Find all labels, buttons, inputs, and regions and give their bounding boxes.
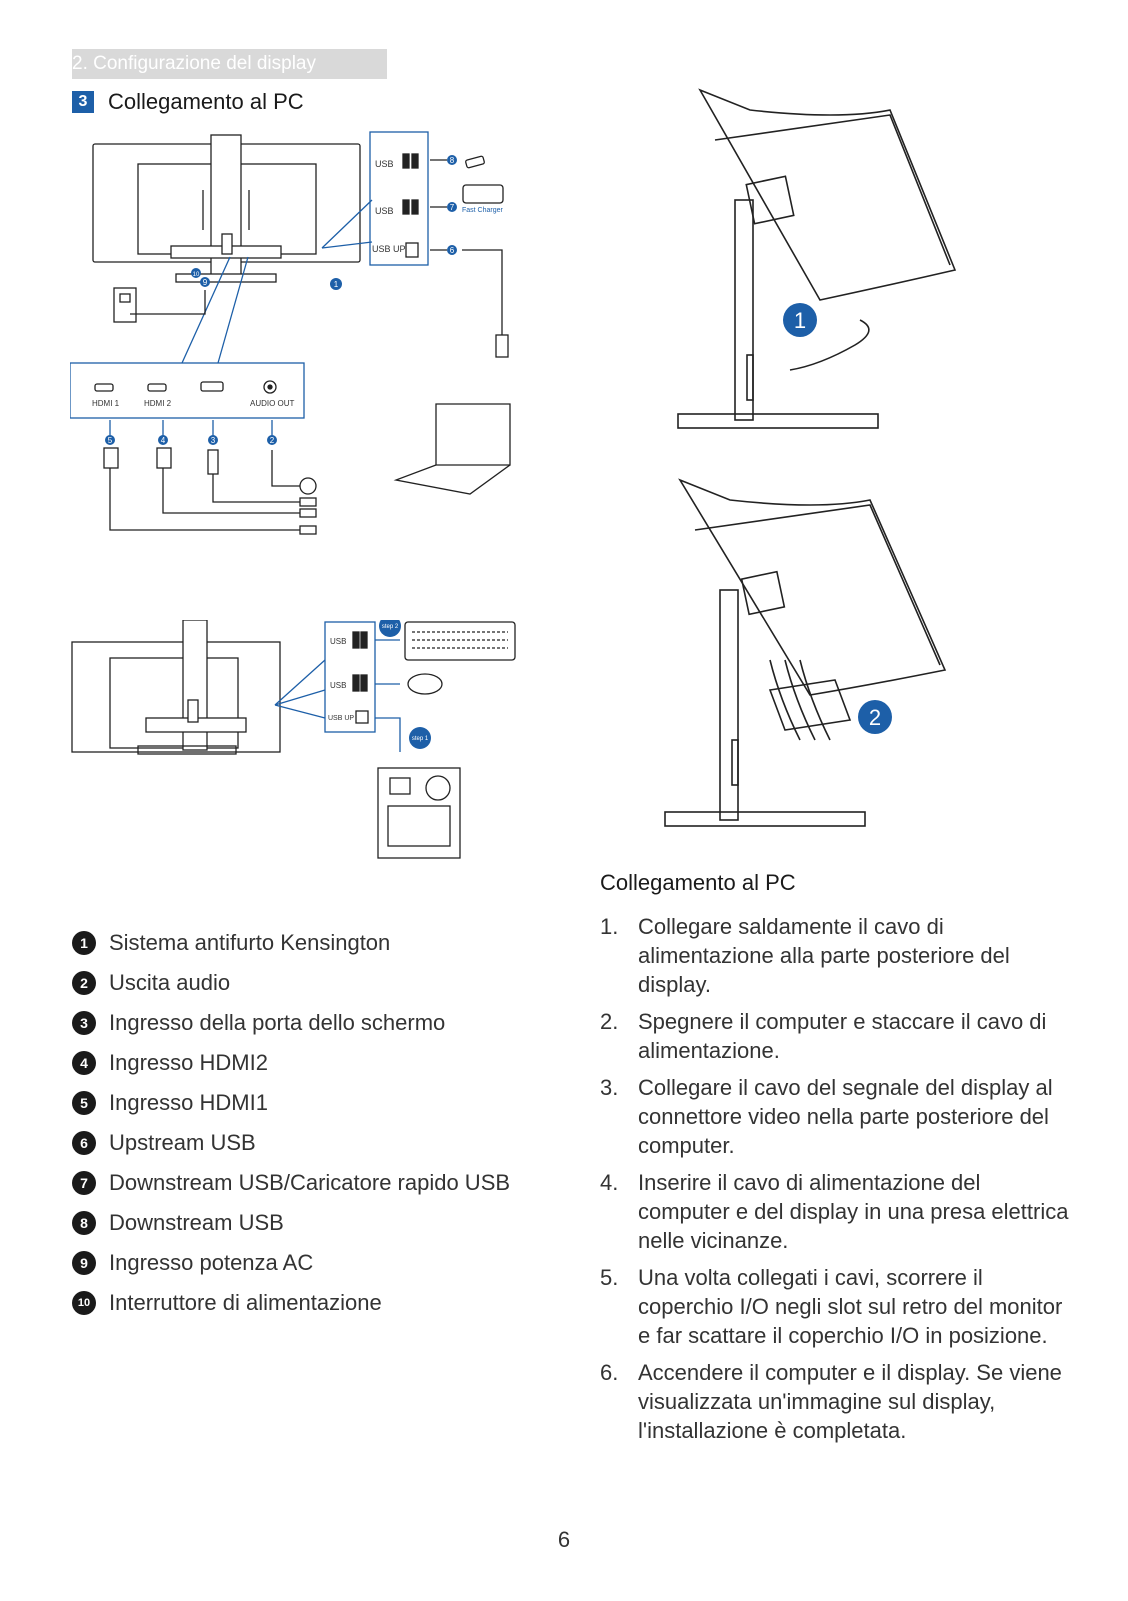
svg-text:1: 1 bbox=[794, 308, 806, 333]
svg-text:7: 7 bbox=[450, 203, 455, 212]
svg-text:1: 1 bbox=[334, 280, 339, 289]
svg-text:HDMI 2: HDMI 2 bbox=[144, 399, 172, 408]
procedure-step: 3.Collegare il cavo del segnale del disp… bbox=[600, 1075, 1053, 1158]
svg-text:8: 8 bbox=[450, 156, 455, 165]
page-number: 6 bbox=[557, 1527, 571, 1552]
procedure-step: 2.Spegnere il computer e staccare il cav… bbox=[600, 1009, 1047, 1063]
svg-text:HDMI 1: HDMI 1 bbox=[92, 399, 120, 408]
connection-diagram-top: USB USB USB UP Fast Charger HDMI 1 HDMI … bbox=[70, 131, 511, 535]
svg-text:step 1: step 1 bbox=[412, 736, 429, 742]
svg-text:6: 6 bbox=[450, 246, 455, 255]
procedure-step: 5.Una volta collegati i cavi, scorrere i… bbox=[600, 1265, 1063, 1348]
svg-text:AUDIO OUT: AUDIO OUT bbox=[250, 399, 295, 408]
svg-text:USB: USB bbox=[375, 206, 394, 216]
svg-text:USB UP: USB UP bbox=[328, 715, 354, 722]
section-number: 3 bbox=[72, 91, 94, 113]
procedure-step: 6.Accendere il computer e il display. Se… bbox=[600, 1360, 1062, 1443]
procedure-step: 4.Inserire il cavo di alimentazione del … bbox=[600, 1170, 1069, 1253]
svg-text:USB UP: USB UP bbox=[372, 244, 406, 254]
procedure-title: Collegamento al PC bbox=[600, 870, 796, 895]
usb-hub-diagram: USB USB USB UP step 2 step 1 bbox=[71, 620, 516, 859]
svg-text:step 2: step 2 bbox=[382, 624, 399, 630]
svg-text:5: 5 bbox=[108, 436, 113, 445]
svg-text:2: 2 bbox=[869, 705, 881, 730]
svg-text:USB: USB bbox=[330, 637, 346, 646]
svg-text:10: 10 bbox=[193, 272, 200, 278]
svg-text:3: 3 bbox=[211, 436, 216, 445]
svg-text:USB: USB bbox=[375, 159, 394, 169]
svg-text:9: 9 bbox=[203, 278, 208, 287]
procedure-step: 1.Collegare saldamente il cavo di alimen… bbox=[600, 914, 1010, 997]
procedure-steps: 1.Collegare saldamente il cavo di alimen… bbox=[600, 912, 1070, 1453]
page-title: 3 Collegamento al PC bbox=[72, 88, 304, 116]
section-header: 2. Configurazione del display bbox=[72, 49, 387, 79]
svg-text:USB: USB bbox=[330, 681, 346, 690]
svg-text:2: 2 bbox=[270, 436, 275, 445]
monitor-stand-illustrations: 1 2 bbox=[664, 88, 957, 827]
svg-text:Fast Charger: Fast Charger bbox=[462, 207, 504, 214]
section-title: Collegamento al PC bbox=[108, 89, 304, 114]
svg-text:4: 4 bbox=[161, 436, 166, 445]
